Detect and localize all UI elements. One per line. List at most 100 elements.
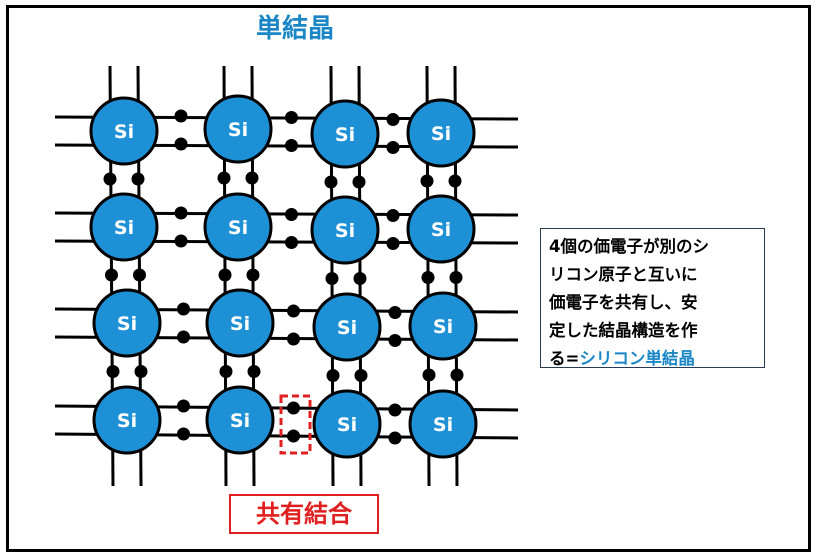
electron	[177, 399, 190, 413]
si-atom-circle	[203, 94, 273, 164]
si-atom-label: Si	[230, 313, 250, 335]
electron	[174, 234, 188, 248]
electron	[219, 365, 233, 378]
electron	[217, 171, 231, 185]
electron	[450, 368, 464, 382]
explanation-note: 4個の価電子が別のシ リコン原子と互いに 価電子を共有し、安 定した結晶構造を作…	[540, 228, 765, 368]
si-atom-circle	[89, 192, 159, 262]
si-atom-circle	[310, 195, 380, 265]
si-atom: Si	[92, 385, 162, 455]
electron	[285, 236, 298, 249]
electron	[177, 330, 190, 344]
si-atom: Si	[312, 389, 382, 459]
electron	[287, 304, 300, 318]
electron	[177, 302, 190, 316]
si-atom-circle	[310, 99, 380, 169]
si-atom-circle	[205, 385, 275, 455]
electron	[131, 172, 145, 186]
electron	[105, 268, 118, 282]
electron	[420, 174, 434, 188]
si-atom-label: Si	[337, 414, 357, 436]
electron	[388, 431, 402, 445]
si-atom-label: Si	[337, 317, 357, 339]
highlighted-bond-box	[279, 394, 312, 455]
si-atom-label: Si	[117, 313, 137, 335]
electron	[134, 365, 148, 378]
electron	[174, 206, 188, 220]
electron	[388, 403, 402, 417]
note-line-1: 4個の価電子が別のシ	[549, 237, 709, 256]
electron	[352, 175, 366, 189]
electron	[285, 208, 298, 221]
diagram-title: 単結晶	[255, 14, 334, 44]
note-line-5: る=シリコン単結晶	[549, 345, 758, 373]
si-atom-circle	[408, 389, 478, 459]
electron	[285, 111, 298, 124]
si-atom: Si	[408, 389, 478, 459]
si-atom: Si	[406, 194, 476, 264]
electron-pairs	[103, 109, 464, 445]
electron	[246, 268, 260, 282]
si-atom: Si	[312, 292, 382, 362]
si-atom: Si	[205, 385, 275, 455]
electron	[287, 332, 300, 346]
si-atom-circle	[406, 98, 476, 168]
electron	[174, 137, 188, 151]
si-atom: Si	[406, 98, 476, 168]
si-atom-circle	[406, 194, 476, 264]
si-atom: Si	[408, 291, 478, 361]
electron	[386, 209, 400, 222]
electron	[386, 141, 400, 154]
si-atom-label: Si	[431, 219, 451, 241]
si-atom-circle	[408, 291, 478, 361]
si-atom-label: Si	[335, 220, 355, 242]
electron	[177, 427, 190, 441]
note-highlight: シリコン単結晶	[579, 349, 695, 368]
si-atom-label: Si	[433, 414, 453, 436]
electron	[326, 369, 340, 382]
si-atom-label: Si	[335, 124, 355, 146]
si-atom-label: Si	[228, 217, 248, 239]
si-atom: Si	[205, 288, 275, 358]
electron	[287, 401, 300, 415]
si-atom-circle	[203, 192, 273, 262]
si-atom-circle	[312, 389, 382, 459]
note-line-5-prefix: る=	[549, 349, 580, 368]
electron	[133, 268, 146, 282]
si-atom-label: Si	[433, 316, 453, 338]
si-atom: Si	[203, 192, 273, 262]
note-line-3: 価電子を共有し、安	[549, 293, 698, 312]
si-atom: Si	[89, 192, 159, 262]
si-atom-circle	[89, 96, 159, 166]
si-atom-circle	[92, 288, 162, 358]
electron	[325, 272, 339, 285]
electron	[448, 174, 462, 188]
si-atom-label: Si	[230, 410, 250, 432]
si-atom: Si	[89, 96, 159, 166]
electron	[354, 369, 368, 382]
si-atom-label: Si	[114, 121, 134, 143]
si-atom: Si	[310, 99, 380, 169]
electron	[324, 175, 338, 189]
electron	[103, 172, 117, 186]
si-atom: Si	[310, 195, 380, 265]
electron	[386, 113, 400, 126]
electron	[247, 365, 261, 378]
electron	[106, 365, 120, 378]
electron	[449, 271, 463, 284]
si-atom: Si	[92, 288, 162, 358]
si-atom-circle	[92, 385, 162, 455]
electron	[245, 171, 259, 185]
electron	[287, 429, 300, 443]
note-line-4: 定した結晶構造を作	[549, 321, 698, 340]
si-atom: Si	[203, 94, 273, 164]
electron	[174, 109, 188, 123]
electron	[285, 139, 298, 152]
note-line-2: リコン原子と互いに	[549, 265, 698, 284]
covalent-bond-label: 共有結合	[229, 494, 379, 534]
electron	[422, 368, 436, 382]
diagram-frame	[6, 5, 811, 552]
si-atom-label: Si	[114, 217, 134, 239]
